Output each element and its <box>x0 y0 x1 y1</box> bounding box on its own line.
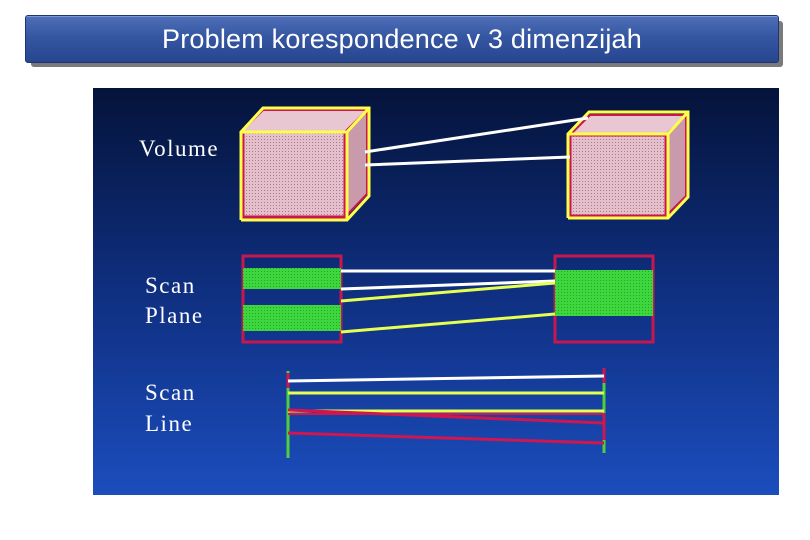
right-volume-cube <box>566 110 690 220</box>
label-scan-line-line2: Line <box>145 411 193 436</box>
right-scan-plane <box>553 254 655 344</box>
left-volume-cube <box>238 106 371 222</box>
label-volume: Volume <box>139 136 219 161</box>
label-scan-plane-line2: Plane <box>145 303 204 328</box>
diagram-canvas: Volume Scan Plane Scan Line <box>93 88 779 495</box>
plane-correspondence-line-4 <box>340 312 556 334</box>
left-scan-plane <box>241 254 343 344</box>
label-scan-line-line1: Scan <box>145 380 196 405</box>
volume-correspondence-line-2 <box>364 155 571 167</box>
volume-correspondence-line-1 <box>364 116 589 154</box>
scan-line-group <box>286 368 606 458</box>
plane-correspondence-line-2 <box>340 279 556 291</box>
label-scan-plane-line1: Scan <box>145 273 196 298</box>
title-bar: Problem korespondence v 3 dimenzijah <box>25 15 779 63</box>
plane-correspondence-line-3 <box>340 281 556 303</box>
correspondence-diagram: Volume Scan Plane Scan Line <box>93 88 779 495</box>
page-title: Problem korespondence v 3 dimenzijah <box>162 23 642 54</box>
